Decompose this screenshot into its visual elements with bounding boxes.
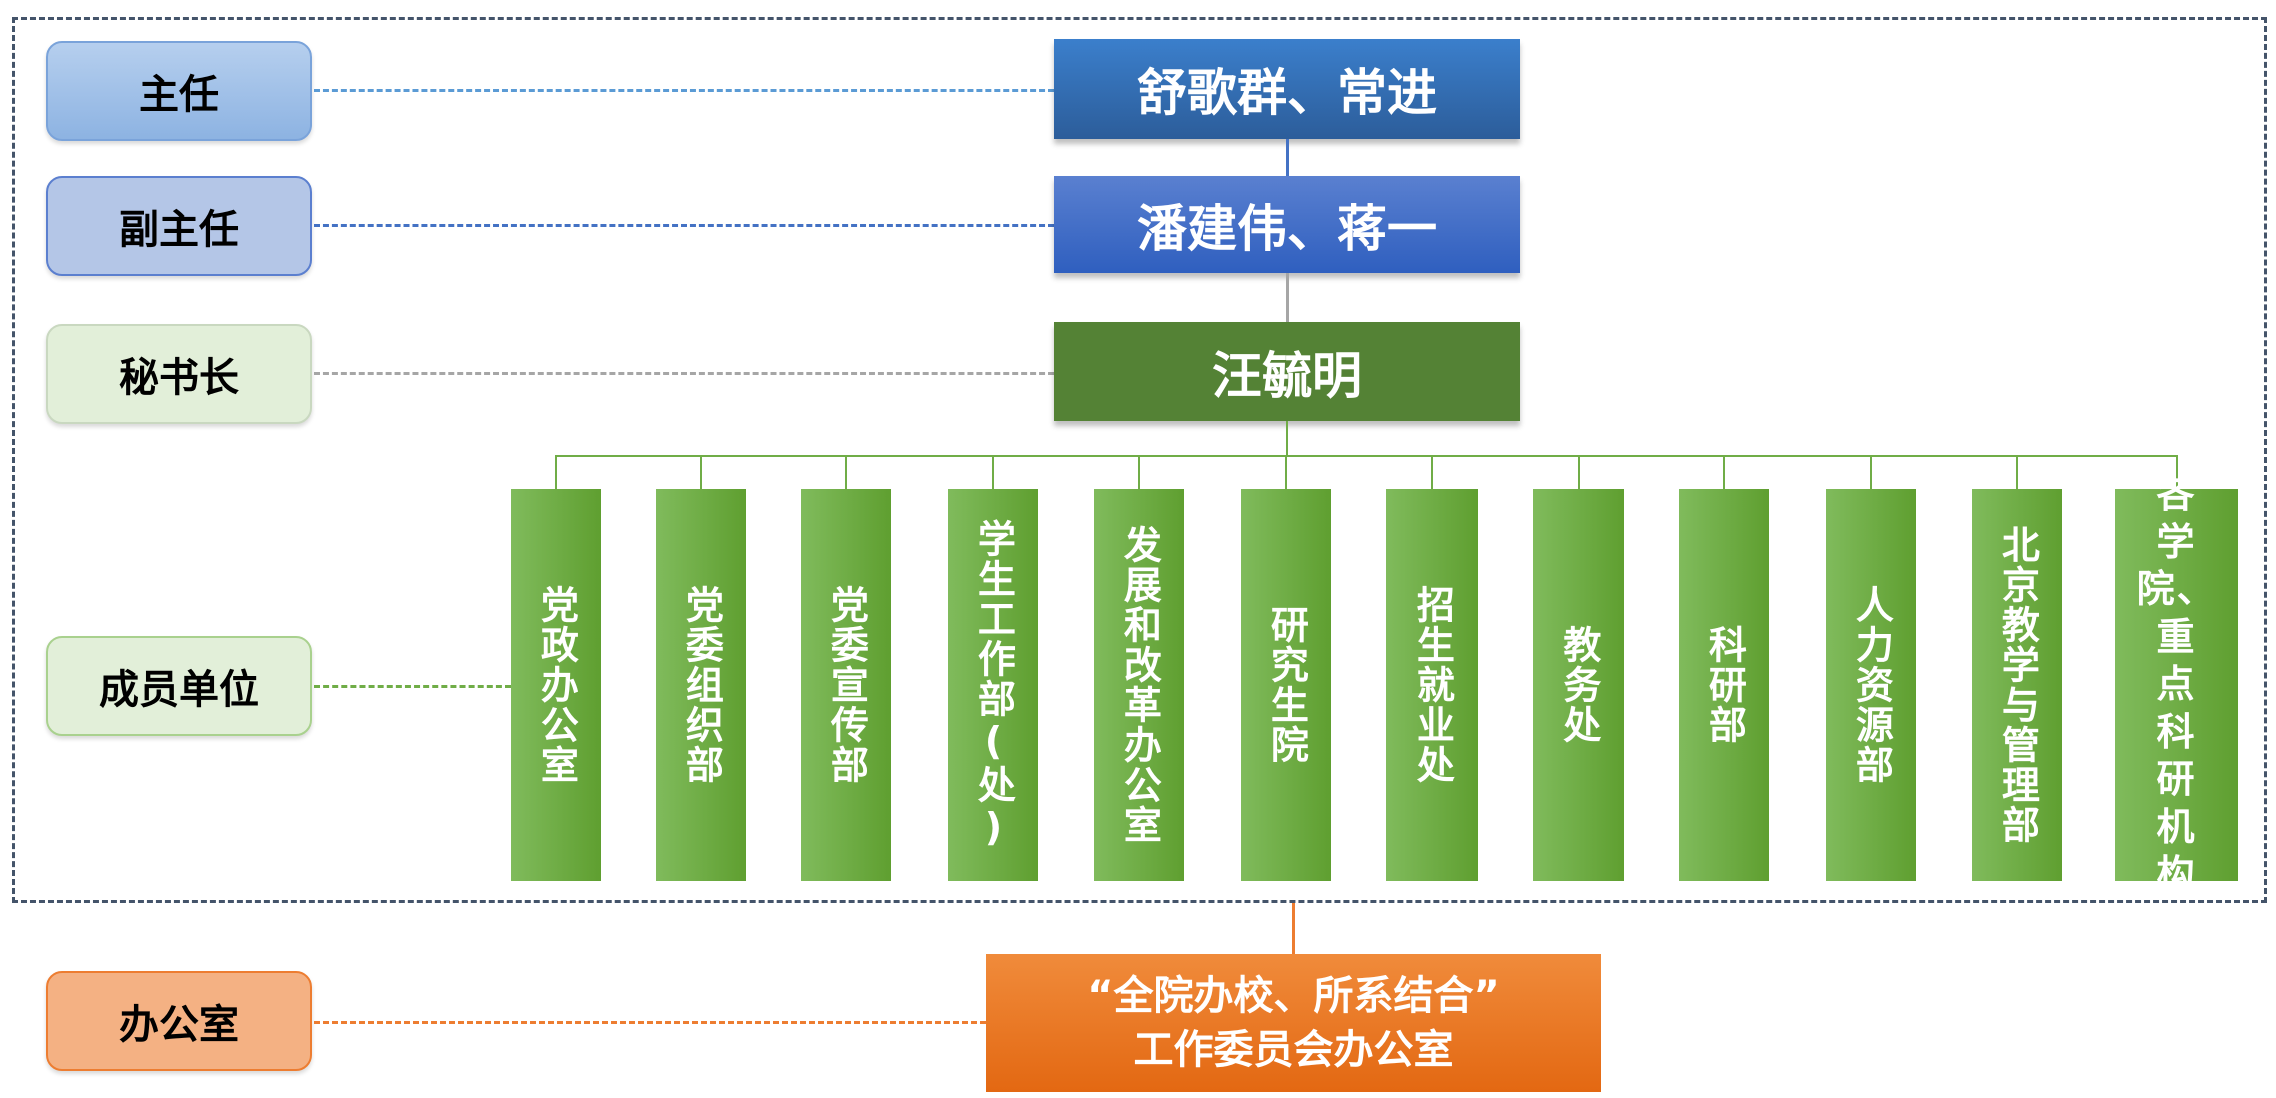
member-unit-name: 研究生院: [1264, 605, 1309, 765]
secretary-general-box: 汪毓明: [1054, 322, 1520, 421]
member-unit-name: 党政办公室: [534, 585, 579, 785]
dashed-connector-secretary: [314, 372, 1054, 375]
connector-line: [1286, 139, 1289, 176]
role-label-member-units: 成员单位: [46, 636, 312, 736]
role-text: 成员单位: [99, 667, 259, 713]
member-unit-name: 学生工作部(处): [971, 519, 1016, 851]
role-label-office: 办公室: [46, 971, 312, 1071]
member-unit-box: 人力资源部: [1826, 489, 1916, 881]
member-unit-box: 学生工作部(处): [948, 489, 1038, 881]
office-box: “全院办校、所系结合” 工作委员会办公室: [986, 954, 1601, 1092]
deputy-director-names: 潘建伟、蒋一: [1137, 199, 1437, 258]
office-title-line1: “全院办校、所系结合”: [1087, 973, 1500, 1019]
connector-line: [1286, 421, 1288, 456]
member-unit-name: 发展和改革办公室: [1117, 525, 1162, 845]
member-unit-box: 各学院、重点科研机构: [2115, 472, 2238, 896]
member-unit-name: 北京教学与管理部: [1995, 525, 2040, 845]
dashed-connector-director: [314, 89, 1054, 92]
units-bus-line: [555, 455, 2178, 457]
unit-connector-line: [845, 456, 847, 489]
unit-connector-line: [1285, 456, 1287, 489]
unit-connector-line: [1138, 456, 1140, 489]
member-unit-box: 科研部: [1679, 489, 1769, 881]
unit-connector-line: [1431, 456, 1433, 489]
director-box: 舒歌群、常进: [1054, 39, 1520, 139]
member-unit-box: 研究生院: [1241, 489, 1331, 881]
unit-connector-line: [992, 456, 994, 489]
member-unit-name: 党委组织部: [679, 585, 724, 785]
unit-connector-line: [700, 456, 702, 489]
member-unit-box: 党委组织部: [656, 489, 746, 881]
member-unit-box: 招生就业处: [1386, 489, 1478, 881]
role-text: 秘书长: [119, 355, 239, 401]
director-names: 舒歌群、常进: [1137, 64, 1437, 122]
role-label-director: 主任: [46, 41, 312, 141]
connector-line: [1286, 273, 1289, 322]
role-text: 副主任: [119, 207, 239, 253]
deputy-director-box: 潘建伟、蒋一: [1054, 176, 1520, 273]
committee-frame: [12, 17, 2267, 903]
office-title-line2: 工作委员会办公室: [1133, 1027, 1454, 1073]
member-unit-name: 人力资源部: [1849, 585, 1894, 785]
unit-connector-line: [555, 456, 557, 489]
unit-connector-line: [1870, 456, 1872, 489]
member-unit-name: 教务处: [1556, 625, 1601, 745]
member-unit-box: 北京教学与管理部: [1972, 489, 2062, 881]
unit-connector-line: [1577, 456, 1580, 489]
member-unit-box: 党政办公室: [511, 489, 601, 881]
member-unit-name: 各学院、重点科研机构: [2136, 472, 2217, 897]
role-label-secretary-general: 秘书长: [46, 324, 312, 424]
member-unit-box: 党委宣传部: [801, 489, 891, 881]
dashed-connector-deputy: [314, 224, 1054, 227]
dashed-connector-units: [314, 685, 511, 688]
role-text: 主任: [139, 72, 219, 118]
member-unit-name: 招生就业处: [1410, 585, 1455, 785]
unit-connector-line: [2175, 456, 2178, 489]
secretary-general-name: 汪毓明: [1212, 346, 1362, 405]
member-unit-box: 发展和改革办公室: [1094, 489, 1184, 881]
dashed-connector-office: [314, 1021, 986, 1024]
member-unit-box: 教务处: [1533, 489, 1624, 881]
member-unit-name: 党委宣传部: [824, 585, 869, 785]
member-unit-name: 科研部: [1702, 625, 1747, 745]
role-label-deputy-director: 副主任: [46, 176, 312, 276]
role-text: 办公室: [119, 1002, 239, 1048]
unit-connector-line: [1723, 456, 1725, 489]
unit-connector-line: [2016, 456, 2018, 489]
connector-line: [1292, 903, 1295, 954]
